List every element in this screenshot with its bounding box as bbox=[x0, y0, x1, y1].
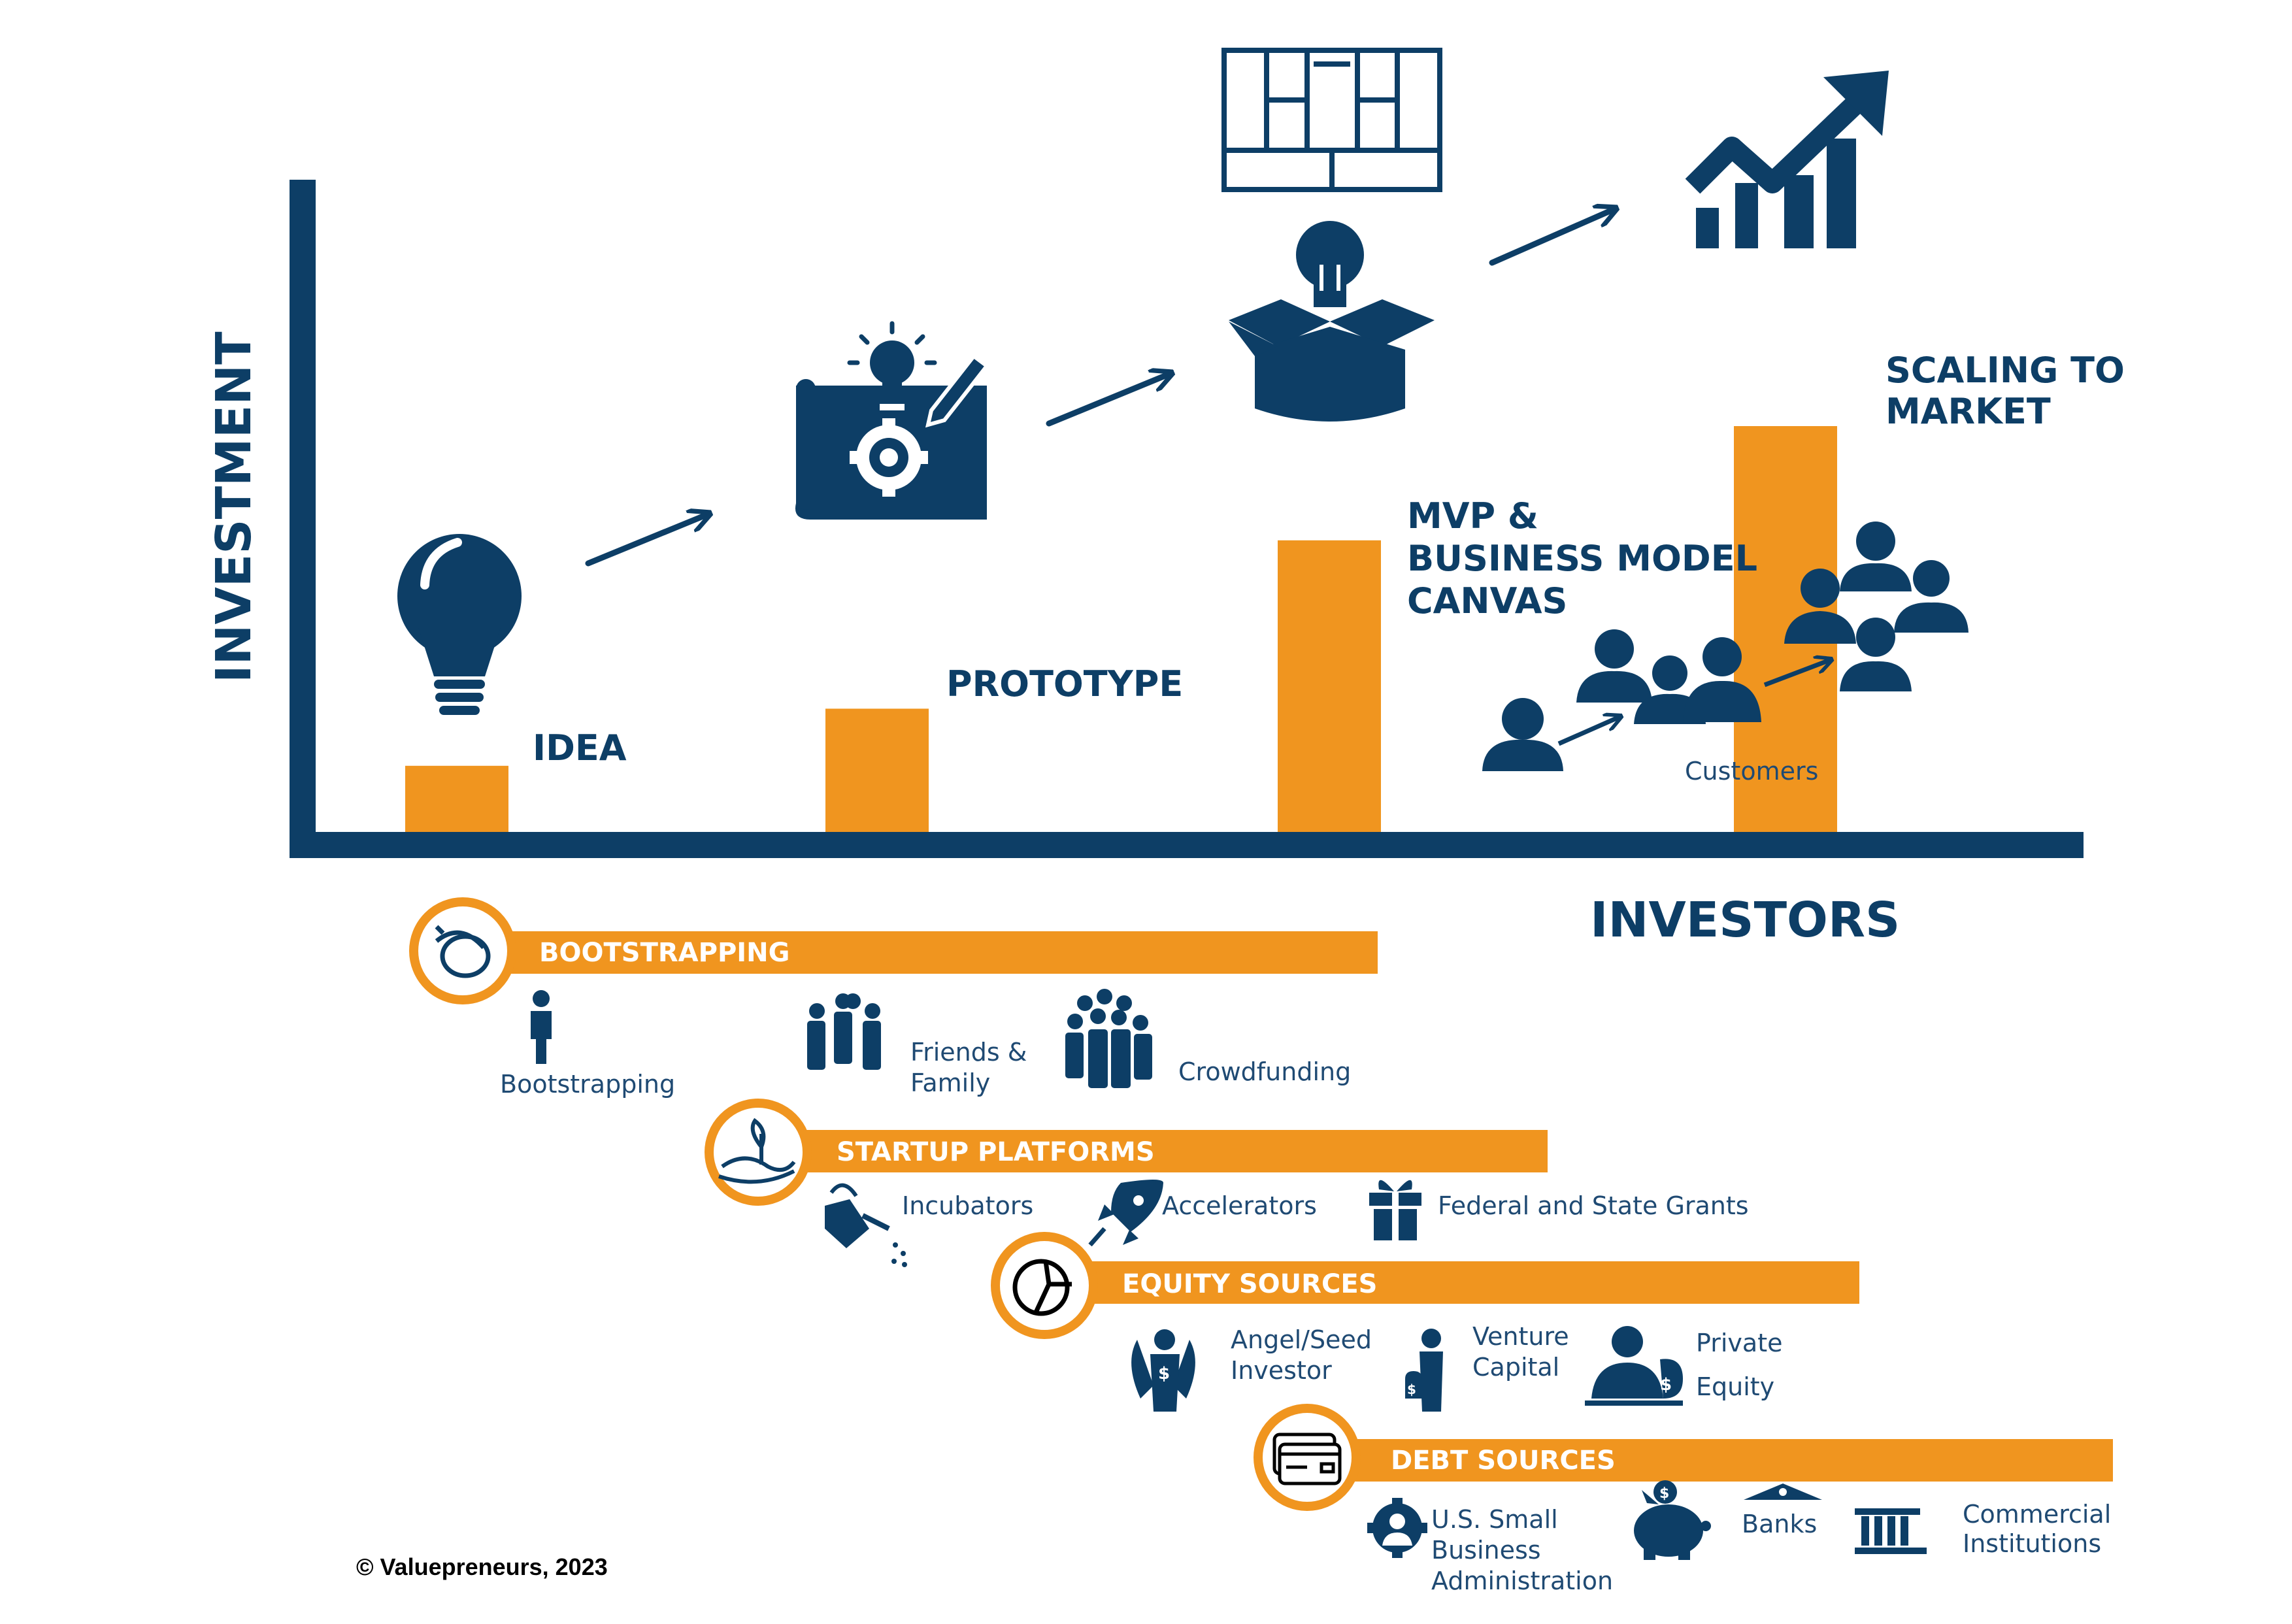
item-label: Crowdfunding bbox=[1178, 1057, 1351, 1086]
band-label: STARTUP PLATFORMS bbox=[837, 1137, 1155, 1167]
item-label: Venture Capital bbox=[1472, 1322, 1577, 1382]
svg-text:$: $ bbox=[1407, 1382, 1416, 1397]
item-bootstrapping: Bootstrapping bbox=[500, 990, 675, 1099]
stage-label-prototype: PROTOTYPE bbox=[946, 663, 1183, 704]
band-bar bbox=[1340, 1439, 2113, 1482]
gift-icon bbox=[1369, 1180, 1421, 1240]
x-axis-label: INVESTORS bbox=[1590, 892, 1900, 948]
customers-label: Customers bbox=[1685, 757, 1818, 786]
acorn-icon bbox=[435, 925, 491, 978]
piggy-bank-icon: $ bbox=[1634, 1480, 1711, 1560]
bank-roof-icon bbox=[1744, 1483, 1822, 1500]
item-grants: Federal and State Grants bbox=[1369, 1180, 1749, 1240]
svg-text:$: $ bbox=[1158, 1364, 1170, 1384]
band-bar bbox=[784, 1130, 1548, 1172]
lightbulb-icon bbox=[397, 534, 522, 715]
angel-investor-icon: $ bbox=[1131, 1329, 1195, 1412]
item-label: Commercial Institutions bbox=[1963, 1500, 2119, 1558]
blueprint-gear-icon bbox=[795, 321, 990, 520]
stage-bars bbox=[405, 426, 1837, 832]
item-crowdfunding: Crowdfunding bbox=[1065, 989, 1351, 1088]
band-equity-sources: EQUITY SOURCES bbox=[991, 1232, 1859, 1339]
band-label: EQUITY SOURCES bbox=[1122, 1269, 1377, 1299]
item-angel-investor: $ Angel/Seed Investor bbox=[1131, 1325, 1380, 1412]
item-banks: $ Banks bbox=[1634, 1480, 1822, 1560]
arrow-idea-to-prototype bbox=[585, 514, 708, 567]
idea-box-icon bbox=[1229, 221, 1435, 422]
item-label: U.S. Small Business Administration bbox=[1431, 1505, 1613, 1595]
band-bar bbox=[1072, 1261, 1859, 1304]
copyright-text: © Valuepreneurs, 2023 bbox=[356, 1553, 608, 1580]
seedling-hand-icon bbox=[718, 1118, 796, 1184]
customers-cluster bbox=[1482, 522, 1968, 771]
item-label: Accelerators bbox=[1162, 1191, 1317, 1220]
y-axis-line bbox=[290, 180, 316, 858]
bar-prototype bbox=[825, 708, 929, 832]
private-equity-icon: $ bbox=[1585, 1326, 1683, 1406]
item-label: Federal and State Grants bbox=[1438, 1191, 1749, 1220]
group-icon bbox=[807, 993, 881, 1070]
progression-arrows bbox=[585, 209, 1614, 567]
svg-text:$: $ bbox=[1660, 1375, 1672, 1395]
band-label: BOOTSTRAPPING bbox=[539, 938, 789, 968]
item-label: Friends & Family bbox=[910, 1038, 1035, 1097]
y-axis-label: INVESTMENT bbox=[206, 331, 262, 683]
pie-chart-icon bbox=[1012, 1259, 1072, 1316]
venture-capitalist-icon: $ bbox=[1405, 1329, 1443, 1412]
band-bar bbox=[490, 931, 1378, 974]
stage-label-scaling: SCALING TO MARKET bbox=[1885, 350, 2137, 432]
stage-labels: IDEA PROTOTYPE MVP & BUSINESS MODEL CANV… bbox=[533, 350, 2137, 769]
item-commercial-institutions: Commercial Institutions bbox=[1855, 1500, 2119, 1558]
sba-gear-person-icon bbox=[1367, 1498, 1427, 1558]
customer-group-icon bbox=[1576, 629, 1761, 724]
person-icon bbox=[531, 990, 552, 1064]
bar-idea bbox=[405, 765, 508, 832]
band-icon-circle bbox=[991, 1232, 1098, 1339]
item-label: Banks bbox=[1742, 1510, 1817, 1538]
credit-card-icon bbox=[1272, 1433, 1342, 1485]
x-axis-line bbox=[290, 832, 2084, 858]
item-incubators: Incubators bbox=[825, 1183, 1033, 1267]
rocket-icon bbox=[1088, 1180, 1163, 1247]
band-bootstrapping: BOOTSTRAPPING bbox=[409, 897, 1378, 1004]
item-label: Incubators bbox=[902, 1191, 1033, 1220]
item-friends-family: Friends & Family bbox=[807, 993, 1035, 1097]
customer-group-large-icon bbox=[1784, 522, 1968, 691]
band-label: DEBT SOURCES bbox=[1391, 1446, 1616, 1476]
stage-label-idea: IDEA bbox=[533, 727, 627, 769]
arrow-prototype-to-mvp bbox=[1046, 374, 1170, 427]
growth-chart-icon bbox=[1685, 71, 1889, 248]
item-accelerators: Accelerators bbox=[1088, 1180, 1317, 1247]
crowd-icon bbox=[1065, 989, 1152, 1088]
stage-label-mvp: MVP & BUSINESS MODEL CANVAS bbox=[1407, 495, 1770, 621]
band-startup-platforms: STARTUP PLATFORMS bbox=[705, 1099, 1548, 1206]
item-private-equity: $ Private Equity bbox=[1585, 1326, 1791, 1406]
chart-axes: INVESTMENT INVESTORS bbox=[206, 180, 2084, 948]
item-label: Angel/Seed Investor bbox=[1231, 1325, 1380, 1385]
item-sba: U.S. Small Business Administration bbox=[1367, 1498, 1613, 1595]
business-model-canvas-icon bbox=[1221, 48, 1442, 192]
item-venture-capital: $ Venture Capital bbox=[1405, 1322, 1577, 1412]
svg-text:$: $ bbox=[1659, 1485, 1669, 1502]
customer-icon bbox=[1482, 698, 1563, 771]
watering-can-icon bbox=[825, 1183, 907, 1267]
institution-building-icon bbox=[1855, 1508, 1927, 1554]
band-icon-circle bbox=[705, 1099, 812, 1206]
bar-mvp bbox=[1278, 540, 1381, 832]
band-debt-sources: DEBT SOURCES bbox=[1254, 1404, 2113, 1511]
band-icon-circle bbox=[409, 897, 516, 1004]
item-label: Private Equity bbox=[1696, 1329, 1791, 1401]
arrow-mvp-to-scaling bbox=[1489, 209, 1614, 266]
item-label: Bootstrapping bbox=[500, 1070, 675, 1099]
